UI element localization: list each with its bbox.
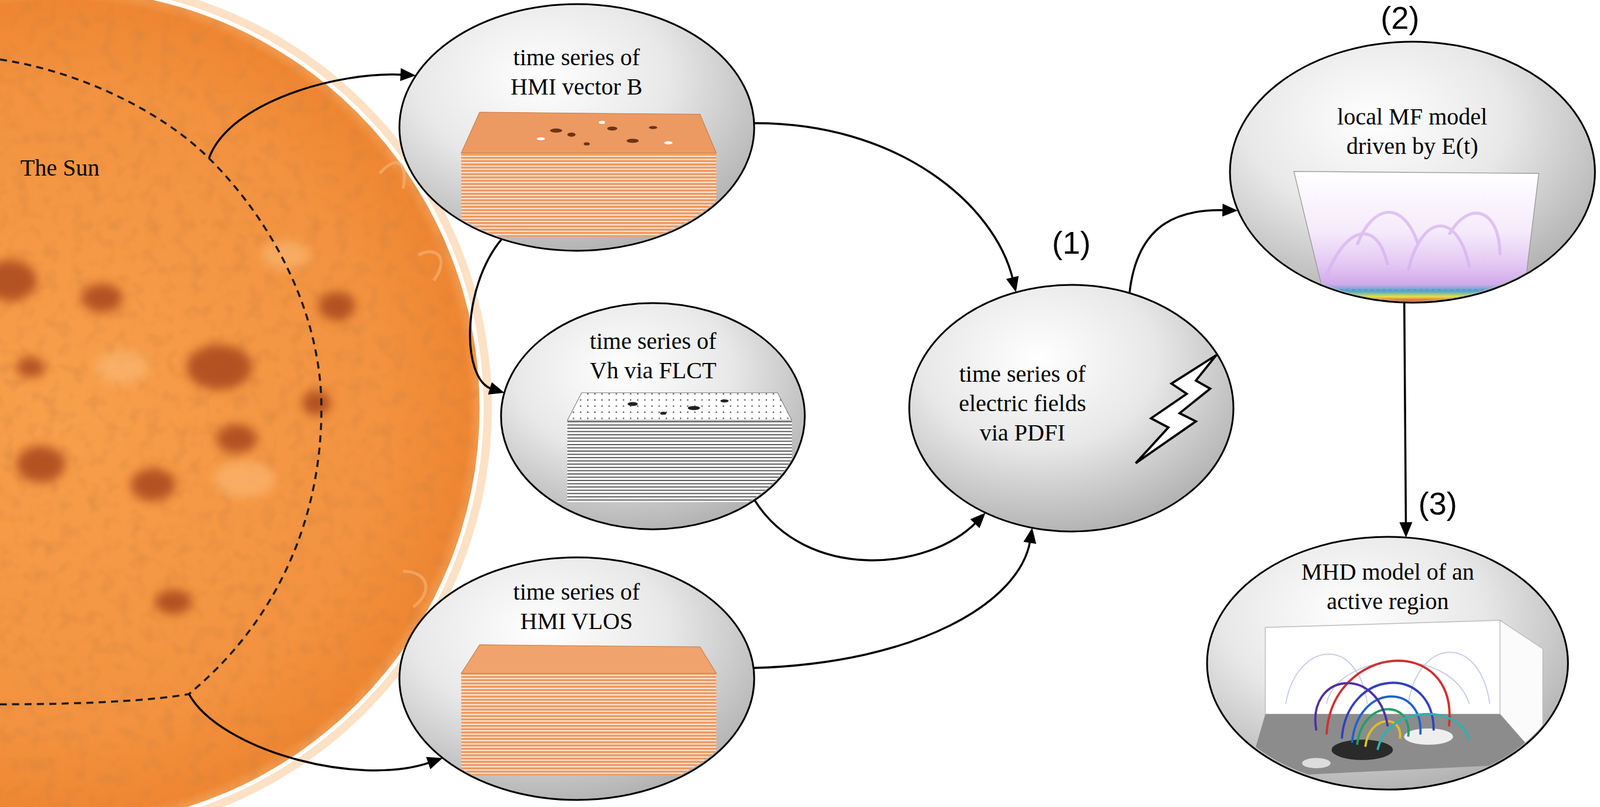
- sunspots: [0, 260, 356, 615]
- connector-line: [754, 500, 977, 561]
- flow-arrow: [209, 68, 416, 159]
- ellipse-shape: [399, 4, 755, 251]
- connector-line: [469, 239, 502, 389]
- dopplergram-stack: [461, 644, 717, 776]
- node-outline: [1228, 40, 1596, 304]
- label-slot: (3): [1418, 487, 1458, 520]
- connector-line: [1404, 302, 1407, 525]
- node-outline: [0, 56, 327, 707]
- ellipse-shape: [399, 557, 755, 800]
- arrowhead: [1006, 276, 1019, 293]
- node-text: time series of HMI vector B: [498, 42, 655, 102]
- connector-line: [753, 123, 1013, 280]
- node-text: time series of electric fields via PDFI: [949, 359, 1097, 448]
- connector-line: [188, 693, 430, 771]
- region-label: The Sun: [20, 153, 162, 183]
- arrowhead: [1399, 522, 1413, 538]
- connector-line: [1129, 210, 1225, 294]
- node-outline: [398, 2, 756, 252]
- ellipse-shape: [1207, 536, 1568, 790]
- flow-arrow: [1399, 302, 1413, 538]
- connector-line: [209, 74, 403, 159]
- prominences: [379, 162, 442, 608]
- step-number: (3): [1418, 487, 1458, 520]
- sun-region: The Sun: [0, 56, 327, 707]
- mhd-thumbnail: [1246, 620, 1544, 778]
- node-text: MHD model of an active region: [1293, 557, 1482, 617]
- label-slot: (2): [1380, 1, 1420, 34]
- process-ellipse: MHD model of an active region: [1205, 535, 1569, 791]
- process-ellipse: local MF model driven by E(t): [1228, 40, 1596, 304]
- ellipse-shape: [501, 303, 805, 530]
- flow-arrow: [469, 239, 505, 395]
- node-text: local MF model driven by E(t): [1332, 102, 1492, 161]
- process-ellipse: time series of Vh via FLCT: [499, 301, 806, 531]
- flow-arrow: [753, 123, 1019, 293]
- magnetogram-stack: [461, 112, 717, 237]
- arrowhead: [970, 512, 986, 529]
- flow-arrow: [1129, 203, 1238, 294]
- arrowhead: [488, 382, 505, 395]
- step-number: (1): [1051, 226, 1091, 259]
- flow-arrow: [754, 500, 986, 561]
- velocity-stack: [567, 392, 792, 503]
- process-ellipse: time series of HMI VLOS: [398, 556, 756, 802]
- connector-line: [753, 540, 1030, 668]
- step-number: (2): [1380, 1, 1420, 34]
- process-ellipse: time series of electric fields via PDFI: [908, 283, 1235, 533]
- arrowhead: [1023, 528, 1037, 544]
- dashed-outline: [0, 59, 322, 705]
- flow-arrow: [753, 528, 1037, 669]
- node-text: time series of Vh via FLCT: [575, 326, 731, 386]
- ellipse-shape: [909, 284, 1234, 532]
- plage: [95, 240, 311, 499]
- ellipse-shape: [1229, 41, 1595, 303]
- process-ellipse: time series of HMI vector B: [398, 2, 756, 252]
- node-text: time series of HMI VLOS: [498, 577, 655, 637]
- arrowhead: [425, 757, 443, 770]
- label-slot: (1): [1051, 226, 1091, 259]
